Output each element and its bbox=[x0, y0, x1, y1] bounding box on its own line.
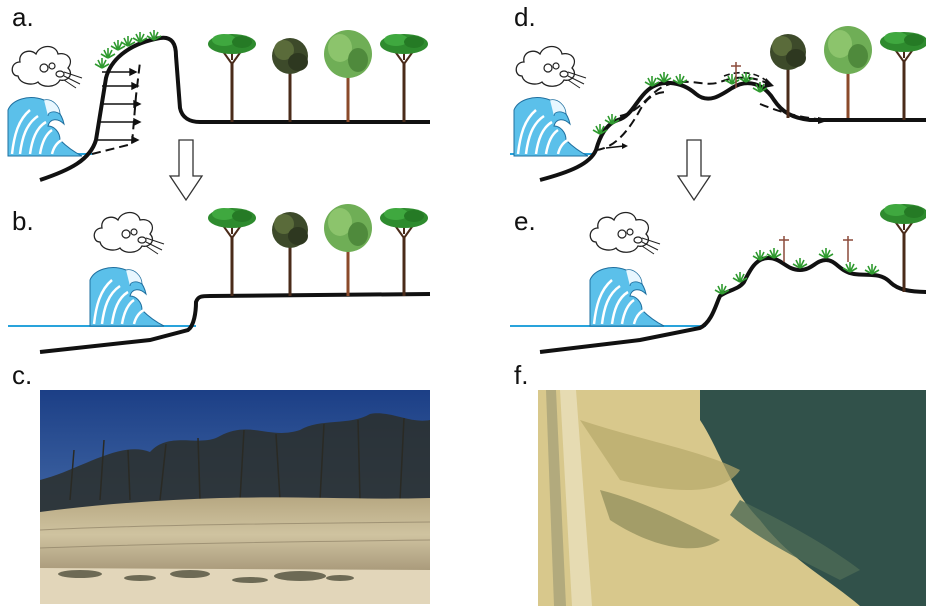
arrow-down-icon bbox=[677, 139, 711, 201]
tree-icon bbox=[822, 24, 874, 120]
tree-icon bbox=[322, 28, 374, 124]
photo-eroded-cliff bbox=[40, 390, 430, 604]
wave-icon bbox=[588, 266, 666, 328]
panel-label-e: e. bbox=[514, 206, 536, 236]
pole-icon bbox=[778, 235, 790, 263]
scarp-profile bbox=[39, 292, 431, 354]
wind-cloud-icon bbox=[93, 211, 165, 255]
panel-b-diagram bbox=[8, 202, 431, 354]
tree-icon bbox=[206, 32, 258, 124]
wave-icon bbox=[6, 96, 84, 158]
wind-cloud-icon bbox=[11, 45, 83, 89]
panel-d-diagram bbox=[510, 24, 926, 201]
tree-icon bbox=[378, 206, 430, 298]
foredune-profile bbox=[39, 35, 430, 182]
panel-a-diagram bbox=[6, 28, 430, 201]
tree-icon bbox=[206, 206, 258, 298]
panel-label-b: b. bbox=[12, 206, 34, 236]
panel-label-d: d. bbox=[514, 2, 536, 32]
restored-dune-profile bbox=[539, 255, 926, 354]
grass-icon bbox=[592, 71, 768, 135]
panel-label-a: a. bbox=[12, 2, 34, 32]
panel-label-c: c. bbox=[12, 360, 33, 390]
tree-icon bbox=[378, 32, 430, 124]
wave-icon bbox=[512, 96, 590, 158]
tree-icon bbox=[270, 210, 310, 298]
tree-icon bbox=[322, 202, 374, 298]
eroded-profile-dashed bbox=[91, 61, 141, 155]
erosion-arrows bbox=[98, 67, 142, 145]
arrow-down-icon bbox=[169, 139, 203, 201]
erosion-path-dashed bbox=[595, 91, 669, 151]
photo-aerial-dunes bbox=[538, 390, 926, 606]
pole-icon bbox=[842, 235, 854, 263]
wind-cloud-icon bbox=[589, 211, 661, 255]
wave-icon bbox=[88, 266, 166, 328]
sand-transport-dashed bbox=[619, 76, 773, 117]
panel-e-diagram bbox=[510, 202, 926, 354]
tree-icon bbox=[270, 36, 310, 124]
tree-icon bbox=[878, 30, 926, 122]
panel-label-f: f. bbox=[514, 360, 529, 390]
tree-icon bbox=[768, 32, 808, 120]
wind-cloud-icon bbox=[515, 45, 587, 89]
